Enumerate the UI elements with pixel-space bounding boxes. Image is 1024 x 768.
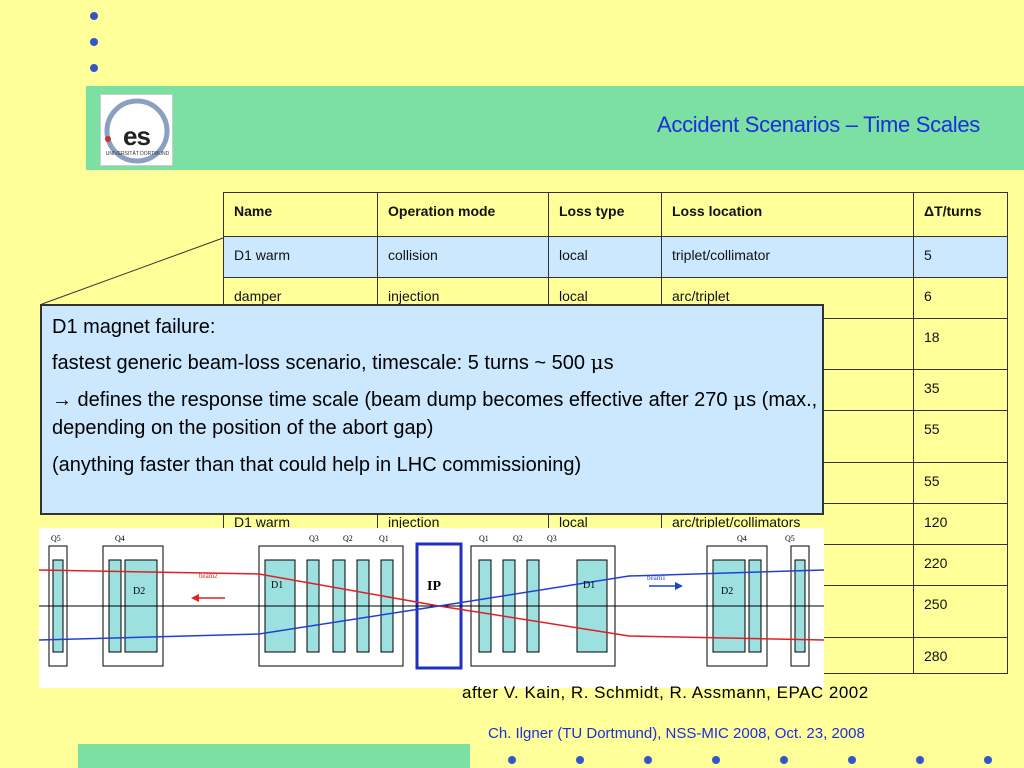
header-loss-location: Loss location: [661, 192, 914, 237]
label-d1-right: D1: [583, 580, 595, 591]
header-loss-type: Loss type: [548, 192, 662, 237]
cell-name: D1 warm: [223, 236, 378, 278]
bullet-dot: [90, 12, 98, 20]
beamline-diagram: Q5 Q4 D2 Q3 Q2 Q1 D1 IP Q1 Q2 Q3 D1 Q4 Q…: [39, 528, 824, 688]
beam1-trajectory: [39, 569, 824, 641]
label-d2-right: D2: [721, 586, 733, 597]
label-q3-right: Q3: [547, 534, 557, 543]
mu-symbol: μ: [590, 350, 604, 374]
bullet-dot: [90, 38, 98, 46]
bullet-dot: [916, 756, 924, 764]
label-d1-left: D1: [271, 580, 283, 591]
cell-dt: 55: [913, 410, 1008, 463]
label-q5-right: Q5: [785, 534, 795, 543]
label-q2-right: Q2: [513, 534, 523, 543]
cell-dt: 120: [913, 503, 1008, 545]
callout-line-3: → defines the response time scale (beam …: [52, 385, 822, 442]
bullet-dot: [712, 756, 720, 764]
table-header-row: Name Operation mode Loss type Loss locat…: [223, 192, 1008, 237]
callout-text: → defines the response time scale (beam …: [52, 389, 734, 411]
bullet-dot: [984, 756, 992, 764]
header-dt-turns: ΔT/turns: [913, 192, 1008, 237]
bullet-dot: [780, 756, 788, 764]
label-beam2: beam2: [199, 572, 218, 580]
mu-symbol: μ: [733, 387, 747, 411]
callout-text: fastest generic beam-loss scenario, time…: [52, 352, 591, 374]
header-operation-mode: Operation mode: [377, 192, 549, 237]
university-logo: es UNIVERSITÄT DORTMUND: [100, 94, 173, 166]
label-beam1: beam1: [647, 574, 666, 582]
cell-dt: 220: [913, 544, 1008, 586]
table-row: D1 warm collision local triplet/collimat…: [223, 236, 1008, 278]
header-name: Name: [223, 192, 378, 237]
callout-line-4: (anything faster than that could help in…: [52, 454, 582, 476]
footer-text: Ch. Ilgner (TU Dortmund), NSS-MIC 2008, …: [488, 725, 865, 742]
callout-line-1: D1 magnet failure:: [52, 316, 216, 338]
bullet-dot: [508, 756, 516, 764]
d1-failure-callout: D1 magnet failure: fastest generic beam-…: [40, 304, 824, 515]
label-q4-right: Q4: [737, 534, 747, 543]
cell-mode: collision: [377, 236, 549, 278]
header-band: [86, 86, 1024, 170]
callout-line-2: fastest generic beam-loss scenario, time…: [52, 349, 822, 376]
cell-dt: 55: [913, 462, 1008, 504]
bullet-dot: [576, 756, 584, 764]
footer-band: [78, 744, 470, 768]
cell-dt: 18: [913, 318, 1008, 370]
cell-dt: 280: [913, 637, 1008, 674]
callout-text: s: [603, 352, 614, 374]
callout-text: s (max., depending on the position of th…: [52, 389, 818, 439]
source-citation: after V. Kain, R. Schmidt, R. Assmann, E…: [462, 683, 869, 702]
label-ip: IP: [427, 579, 441, 594]
bullet-dot: [644, 756, 652, 764]
page-title: Accident Scenarios – Time Scales: [657, 112, 980, 137]
logo-subtext: UNIVERSITÄT DORTMUND: [105, 151, 170, 157]
label-q2-left: Q2: [343, 534, 353, 543]
label-q1-right: Q1: [479, 534, 489, 543]
cell-dt: 35: [913, 369, 1008, 411]
cell-loss-type: local: [548, 236, 662, 278]
cell-dt: 6: [913, 277, 1008, 319]
label-d2-left: D2: [133, 586, 145, 597]
logo-ring-icon: [104, 98, 170, 164]
label-q5-left: Q5: [51, 534, 61, 543]
label-q4-left: Q4: [115, 534, 125, 543]
label-q3-left: Q3: [309, 534, 319, 543]
cell-dt: 250: [913, 585, 1008, 638]
cell-location: triplet/collimator: [661, 236, 914, 278]
label-q1-left: Q1: [379, 534, 389, 543]
bullet-dot: [848, 756, 856, 764]
logo-text: es: [123, 121, 151, 151]
bullet-dot: [90, 64, 98, 72]
cell-dt: 5: [913, 236, 1008, 278]
